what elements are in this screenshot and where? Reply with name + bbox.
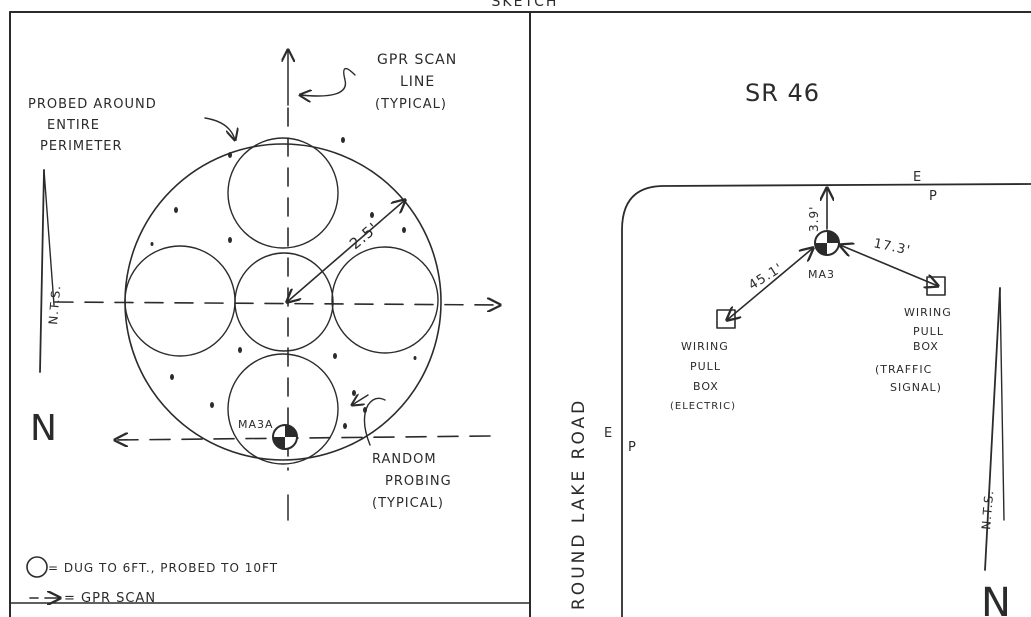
random-probing-note: RANDOM PROBING (TYPICAL) xyxy=(352,395,452,511)
north-arrow-left: N.T.S. N xyxy=(30,169,63,449)
pull-box-traffic-label: WIRING PULL BOX (TRAFFIC SIGNAL) xyxy=(875,306,952,394)
svg-text:BOX: BOX xyxy=(913,340,939,353)
svg-text:LINE: LINE xyxy=(400,74,435,90)
svg-text:(ELECTRIC): (ELECTRIC) xyxy=(670,401,736,412)
perimeter-circle xyxy=(124,143,442,461)
pull-box-traffic-icon xyxy=(926,276,946,296)
sketch-frame xyxy=(9,11,1031,617)
svg-text:P: P xyxy=(628,440,637,455)
ma3a-point-icon xyxy=(272,424,298,450)
ep-top-label: E P xyxy=(913,170,938,204)
svg-text:PULL: PULL xyxy=(690,360,721,373)
svg-text:PULL: PULL xyxy=(913,325,944,338)
svg-text:N.T.S.: N.T.S. xyxy=(979,489,996,530)
probe-dots xyxy=(150,137,417,429)
svg-text:SIGNAL): SIGNAL) xyxy=(890,381,942,394)
pull-box-electric-icon xyxy=(716,309,736,329)
legend-dug-text: = DUG TO 6FT., PROBED TO 10FT xyxy=(48,561,278,575)
legend-gpr-text: = GPR SCAN xyxy=(64,591,156,606)
ma3a-label: MA3A xyxy=(238,418,274,431)
right-panel: SR 46 ROUND LAKE ROAD E P E P MA3 3.9' 4… xyxy=(569,79,1031,617)
gpr-scan-note: GPR SCAN LINE (TYPICAL) xyxy=(300,52,457,112)
svg-text:N: N xyxy=(981,580,1012,617)
sketch-title: SKETCH xyxy=(492,0,559,10)
svg-text:(TRAFFIC: (TRAFFIC xyxy=(875,363,932,376)
svg-text:RANDOM: RANDOM xyxy=(372,452,437,467)
road-label-round-lake: ROUND LAKE ROAD xyxy=(569,398,589,610)
dim-right-label: 17.3' xyxy=(872,236,912,258)
svg-text:N.T.S.: N.T.S. xyxy=(46,284,63,325)
svg-text:N: N xyxy=(30,408,58,449)
north-arrow-right: N.T.S. N xyxy=(979,287,1012,617)
ma3-label: MA3 xyxy=(808,268,835,281)
dim-up-label: 3.9' xyxy=(807,206,821,232)
svg-text:E: E xyxy=(913,170,922,185)
svg-text:E: E xyxy=(604,426,613,441)
legend: = DUG TO 6FT., PROBED TO 10FT = GPR SCAN xyxy=(26,556,278,606)
svg-text:PROBED AROUND: PROBED AROUND xyxy=(28,97,157,112)
left-panel: 2.5' MA3A PROBED AROU xyxy=(26,50,500,606)
svg-text:BOX: BOX xyxy=(693,380,719,393)
dim-left-label: 45.1' xyxy=(746,261,786,294)
svg-text:PROBING: PROBING xyxy=(385,474,452,489)
dim-left-line xyxy=(727,248,813,320)
pull-box-electric-label: WIRING PULL BOX (ELECTRIC) xyxy=(670,340,736,412)
svg-text:(TYPICAL): (TYPICAL) xyxy=(375,97,447,112)
svg-text:WIRING: WIRING xyxy=(681,340,729,353)
svg-text:WIRING: WIRING xyxy=(904,306,952,319)
ma3-point-icon xyxy=(814,230,840,256)
svg-text:ENTIRE: ENTIRE xyxy=(47,118,100,133)
svg-text:(TYPICAL): (TYPICAL) xyxy=(372,496,444,511)
svg-text:P: P xyxy=(929,189,938,204)
ep-side-label: E P xyxy=(604,426,637,455)
road-label-sr46: SR 46 xyxy=(745,79,820,107)
perimeter-note: PROBED AROUND ENTIRE PERIMETER xyxy=(28,97,235,154)
legend-circle-icon xyxy=(26,556,48,578)
svg-text:GPR SCAN: GPR SCAN xyxy=(377,52,457,68)
radius-arrow xyxy=(287,200,405,302)
edge-of-pavement xyxy=(621,183,1031,617)
dim-right-line xyxy=(840,245,938,286)
svg-text:PERIMETER: PERIMETER xyxy=(40,139,123,154)
gpr-scan-lines xyxy=(54,50,500,521)
